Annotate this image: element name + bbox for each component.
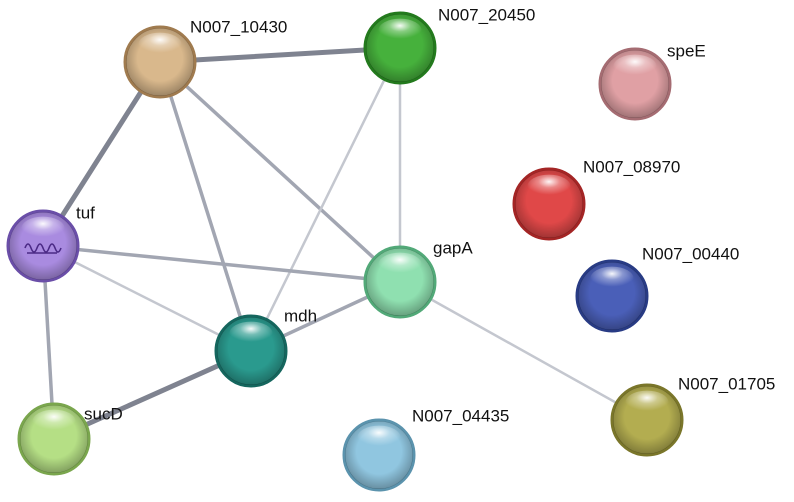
node-N007_00440[interactable]: N007_00440 xyxy=(575,244,739,333)
node-highlight xyxy=(527,174,571,199)
node-highlight xyxy=(378,252,422,277)
node-label-sucD: sucD xyxy=(84,404,123,423)
edge-tuf-mdh[interactable] xyxy=(41,244,253,353)
node-highlight xyxy=(32,409,76,434)
node-speE[interactable]: speE xyxy=(598,41,706,121)
node-label-mdh: mdh xyxy=(284,306,317,325)
node-sucD[interactable]: sucD xyxy=(17,402,123,476)
node-N007_04435[interactable]: N007_04435 xyxy=(342,406,509,492)
edge-N007_10430-gapA[interactable] xyxy=(158,60,402,284)
node-highlight xyxy=(357,425,401,450)
node-highlight xyxy=(590,266,634,291)
node-N007_01705[interactable]: N007_01705 xyxy=(610,374,775,457)
node-highlight xyxy=(625,390,669,415)
edge-gapA-N007_01705[interactable] xyxy=(398,280,649,422)
edge-N007_10430-N007_20450[interactable] xyxy=(157,45,403,65)
node-label-tuf: tuf xyxy=(76,203,95,222)
node-label-N007_20450: N007_20450 xyxy=(438,5,535,24)
edge-N007_20450-mdh[interactable] xyxy=(249,46,402,353)
node-highlight xyxy=(138,32,182,57)
node-gapA[interactable]: gapA xyxy=(363,238,473,319)
node-N007_20450[interactable]: N007_20450 xyxy=(363,5,535,85)
node-label-speE: speE xyxy=(667,41,706,60)
protein-structure-icon xyxy=(24,243,62,254)
node-label-N007_08970: N007_08970 xyxy=(583,157,680,176)
node-N007_10430[interactable]: N007_10430 xyxy=(123,17,287,99)
node-label-gapA: gapA xyxy=(433,238,473,257)
node-mdh[interactable]: mdh xyxy=(214,306,317,388)
node-label-N007_00440: N007_00440 xyxy=(642,244,739,263)
node-tuf[interactable]: tuf xyxy=(6,203,95,283)
node-label-N007_01705: N007_01705 xyxy=(678,374,775,393)
node-N007_08970[interactable]: N007_08970 xyxy=(512,157,680,241)
node-highlight xyxy=(613,54,657,79)
node-label-N007_10430: N007_10430 xyxy=(190,17,287,36)
node-label-N007_04435: N007_04435 xyxy=(412,406,509,425)
node-highlight xyxy=(378,18,422,43)
edge-tuf-gapA[interactable] xyxy=(41,244,402,284)
node-highlight xyxy=(229,321,273,346)
node-highlight xyxy=(21,216,65,241)
edge-N007_10430-mdh[interactable] xyxy=(158,60,253,353)
edges-layer xyxy=(40,45,649,442)
